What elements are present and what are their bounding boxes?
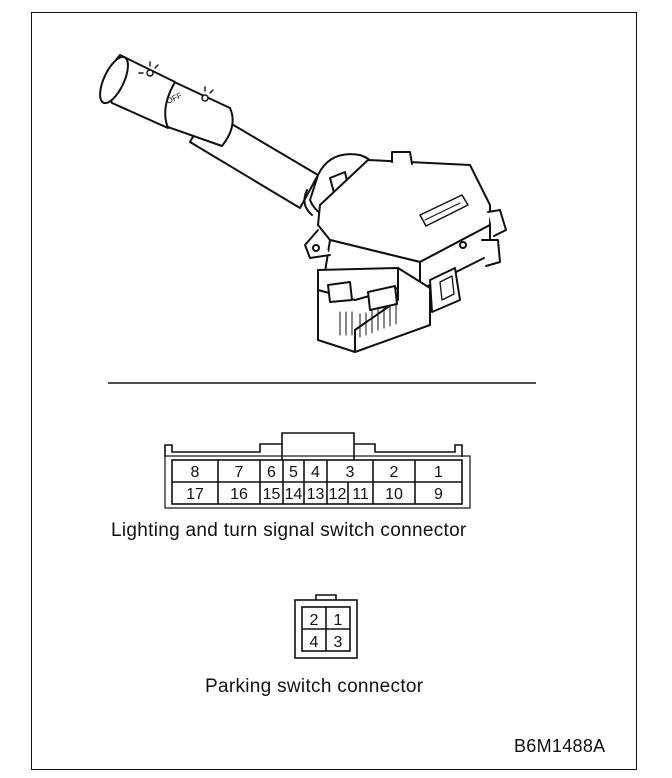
main-bottom-pin: 17 [186,486,204,503]
main-top-pin: 6 [267,464,276,481]
lever-knob-end [99,55,129,105]
main-bottom-pin: 16 [230,486,248,503]
main-top-pin: 3 [346,464,355,481]
light-icon [138,61,159,77]
parking-connector-face [294,594,358,659]
park-bottom-pin: 4 [310,634,319,651]
main-bottom-pin: 9 [434,486,443,503]
main-top-pin: 7 [235,464,244,481]
combination-switch-illustration: OFF [99,54,507,353]
main-connector-face [164,432,471,509]
main-bottom-pin: 14 [285,486,303,503]
main-bottom-pin: 12 [329,486,347,503]
connector-pin-slots [339,302,397,338]
figure-frame [31,12,637,770]
main-bottom-pin: 10 [385,486,403,503]
park-top-pin: 1 [334,612,343,629]
main-connector-caption: Lighting and turn signal switch connecto… [111,520,467,541]
park-bottom-pin: 3 [334,634,343,651]
mounting-ear [304,229,331,259]
main-top-pin: 4 [311,464,320,481]
main-top-pin: 8 [191,464,200,481]
main-top-pin: 5 [289,464,298,481]
main-bottom-pin: 13 [307,486,325,503]
main-top-pin: 2 [390,464,399,481]
main-bottom-pin: 15 [263,486,281,503]
figure-code: B6M1488A [514,736,606,756]
parking-connector-caption: Parking switch connector [205,676,424,697]
main-bottom-pin: 11 [352,486,369,503]
mounting-tab [391,151,413,165]
light-icon [201,86,214,102]
main-top-pin: 1 [434,464,443,481]
park-top-pin: 2 [310,612,319,629]
